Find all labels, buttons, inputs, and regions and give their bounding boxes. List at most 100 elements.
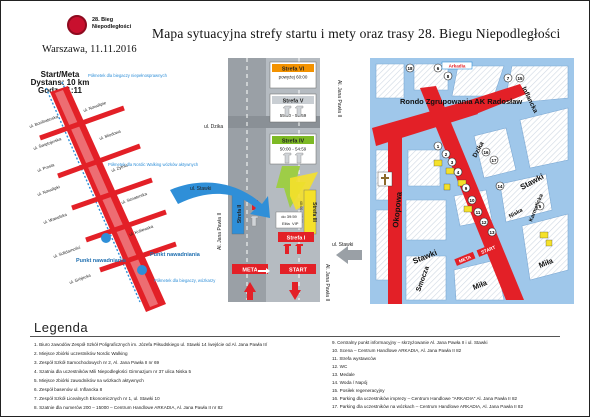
legend-divider bbox=[30, 336, 560, 337]
zone-v-label: Strefa V bbox=[283, 99, 304, 105]
marker-number: 6 bbox=[437, 66, 440, 71]
avenue-label-left: Al. Jana Pawła II bbox=[217, 213, 223, 250]
grey-direction-arrow bbox=[336, 246, 362, 264]
street-label: ul. Bonifraterska bbox=[29, 114, 60, 129]
marker-number: 9 bbox=[465, 186, 468, 191]
marker-number: 15 bbox=[517, 76, 523, 81]
street-label: ul. Wawelska bbox=[43, 212, 68, 225]
marker-number: 11 bbox=[476, 210, 481, 215]
zone-vi-header bbox=[272, 64, 314, 72]
start-label: START bbox=[289, 268, 308, 274]
shop-label: Arkadia bbox=[449, 63, 466, 68]
cross-icon bbox=[381, 174, 389, 185]
distance-label: Dystans: 10 km bbox=[30, 78, 90, 87]
street-label: ul. Nowolipie bbox=[83, 100, 108, 113]
marker-number: 4 bbox=[457, 170, 460, 175]
water-point-marker-2 bbox=[137, 265, 147, 275]
legend-item: 11. Strefa wystawców bbox=[332, 356, 377, 361]
zone-v-header bbox=[272, 96, 314, 104]
logo-text: 28. Bieg Niepodległości bbox=[92, 17, 131, 30]
page-title: Mapa sytuacyjna strefy startu i mety ora… bbox=[152, 26, 561, 41]
legend-item: 4. Szatnia dla uczestników Mili Niepodle… bbox=[34, 369, 192, 374]
water-point-marker-1 bbox=[101, 233, 111, 243]
legend-item: 16. Parking dla uczestników imprezy – Ce… bbox=[332, 396, 518, 401]
meta-bar bbox=[232, 264, 268, 274]
numbered-markers: 6 8 7 15 1 2 3 4 9 10 11 12 13 5 14 16 1… bbox=[405, 63, 545, 237]
meta-start-connector bbox=[258, 268, 270, 274]
marker-number: 2 bbox=[445, 152, 448, 157]
legend-item: 1. Biuro zawodów Zespół Szkół Poligrafic… bbox=[34, 342, 268, 347]
detail-start-bar bbox=[476, 242, 500, 257]
logo-line-1: 28. Bieg bbox=[92, 17, 114, 23]
street-label-stawki-right: ul. Stawki bbox=[332, 242, 353, 248]
zone-vi-label: Strefa VI bbox=[282, 67, 305, 73]
street-label-stawki-left: ul. Stawki bbox=[190, 186, 211, 192]
zone-v-time: 55:00 - 59:59 bbox=[280, 113, 307, 118]
meta-arrow bbox=[244, 282, 256, 300]
event-logo bbox=[67, 15, 87, 35]
vip-label: VIP bbox=[292, 221, 299, 226]
detail-meta-bar bbox=[454, 251, 476, 266]
start-meta-title: Start/Meta bbox=[40, 70, 80, 79]
zone-ii-side-label: Strefa II bbox=[237, 204, 243, 223]
zone-i-label: Strefa I bbox=[287, 236, 306, 242]
zone-vi-time: powyżej 60:00 bbox=[279, 75, 308, 80]
blue-curved-arrow bbox=[170, 182, 270, 218]
street-label: ul. Świętojerska bbox=[33, 136, 63, 151]
marker-number: 13 bbox=[489, 230, 495, 235]
legend-item: 15. Posiłek regeneracyjny bbox=[332, 388, 385, 393]
legend-item: 7. Zespół Szkół Licealnych Ekonomicznych… bbox=[34, 396, 160, 401]
elite-label: Elita bbox=[282, 221, 291, 226]
detail-start-label: START bbox=[480, 245, 496, 255]
street-okopowa: Okopowa bbox=[391, 191, 404, 228]
street-label: ul. Żytnia bbox=[111, 162, 129, 173]
zone-i-bar bbox=[278, 232, 314, 242]
zone-iii-label: Strefa III bbox=[311, 202, 317, 222]
detail-map: 6 8 7 15 1 2 3 4 9 10 11 12 13 5 14 16 1… bbox=[370, 58, 574, 304]
street-label: ul. Nowolipki bbox=[37, 184, 61, 197]
marker-number: 5 bbox=[539, 204, 542, 209]
legend-item: 10. Scena – Centrum Handlowe ARKADIA, Al… bbox=[332, 348, 462, 353]
avenue-label-right: Al. Jana Pawła II bbox=[336, 80, 342, 117]
road-red-top bbox=[470, 84, 526, 114]
note-nordic-walking: Półmetek dla Nordic Walking wózków aktyw… bbox=[108, 162, 199, 167]
shop-marker bbox=[441, 61, 473, 70]
legend-item: 3. Zespół Szkół Samochodowych nr 2, Al. … bbox=[34, 360, 160, 365]
marker-number: 3 bbox=[451, 160, 454, 165]
start-bar bbox=[280, 264, 316, 274]
street-label: ul. Solidarności bbox=[53, 245, 81, 259]
marker-number: 18 bbox=[407, 66, 413, 71]
start-arrow bbox=[289, 282, 301, 300]
street-label-dzika: ul. Dzika bbox=[204, 124, 223, 130]
water-point-label-2: Punkt nawadniania bbox=[150, 252, 201, 258]
marker-number: 7 bbox=[507, 76, 510, 81]
yellow-markers bbox=[433, 159, 553, 247]
marker-number: 12 bbox=[481, 220, 487, 225]
zone-ii-time: do 39:59 bbox=[281, 214, 297, 219]
marker-number: 16 bbox=[483, 150, 489, 155]
legend-item: 6. Zespół basenów ul. Inflancka 8 bbox=[34, 387, 103, 392]
legend-item: 9. Centralny punkt informacyjny – skrzyż… bbox=[332, 340, 488, 345]
marker-number: 8 bbox=[447, 74, 450, 79]
rondo-label: Rondo Zgrupowania AK Radosław bbox=[400, 97, 522, 106]
event-date: Warszawa, 11.11.2016 bbox=[42, 44, 137, 55]
legend-item: 12. WC bbox=[332, 364, 348, 369]
legend-item: 8. Szatnie dla numerów 200 – 15000 – Cen… bbox=[34, 405, 223, 410]
route-cross-streets bbox=[39, 105, 177, 273]
water-point-label-1: Punkt nawadniania bbox=[76, 258, 127, 264]
marker-number: 10 bbox=[469, 198, 475, 203]
legend-item: 2. Miejsce zbiórki uczestników Nordic Wa… bbox=[34, 351, 128, 356]
street-label: ul. Miodowa bbox=[99, 128, 122, 141]
marker-number: 1 bbox=[437, 144, 440, 149]
zone-iv-time: 50:00 - 54:59 bbox=[280, 147, 307, 152]
meta-label: META bbox=[242, 268, 257, 274]
legend-item: 5. Miejsce zbiórki zawodników na wózkach… bbox=[34, 378, 144, 383]
logo-line-2: Niepodległości bbox=[92, 23, 132, 30]
note-wheelchair: Półmetek dla biegaczy, wózkarzy bbox=[154, 278, 216, 283]
zone-iv-label: Strefa IV bbox=[282, 139, 305, 145]
avenue-label-bottom: Al. Jana Pawła II bbox=[324, 264, 330, 301]
street-label: ul. Senatorska bbox=[121, 191, 148, 205]
route-guide-left bbox=[45, 87, 141, 303]
legend-item: 17. Parking dla uczestników na wózkach –… bbox=[332, 404, 523, 409]
